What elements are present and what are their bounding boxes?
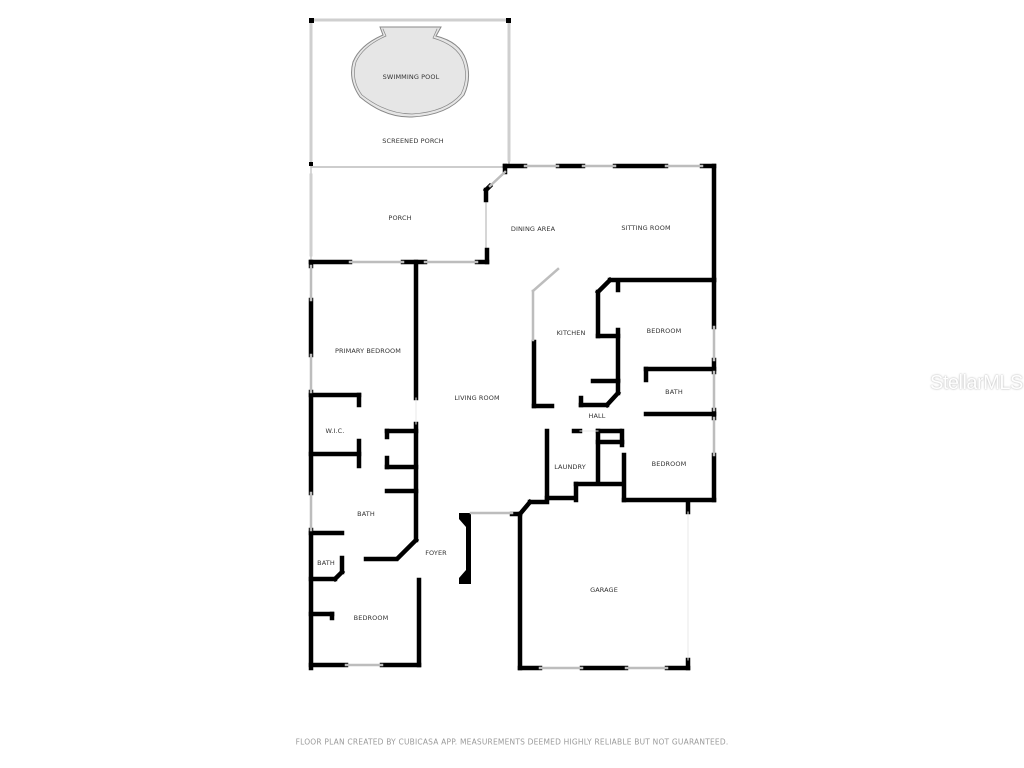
label-porch: PORCH [388, 214, 412, 222]
label-garage: GARAGE [590, 586, 618, 594]
label-living-room: LIVING ROOM [454, 394, 500, 402]
label-wic: W.I.C. [325, 427, 345, 435]
label-bedroom-4: BEDROOM [353, 614, 389, 622]
label-sitting-room: SITTING ROOM [621, 224, 671, 232]
label-bedroom-3: BEDROOM [651, 460, 687, 468]
label-laundry: LAUNDRY [554, 463, 586, 471]
swimming-pool-shape [351, 26, 470, 118]
label-primary-bedroom: PRIMARY BEDROOM [335, 347, 401, 355]
label-bedroom-2: BEDROOM [646, 327, 682, 335]
label-bath-2: BATH [665, 388, 683, 396]
screen-panels [309, 18, 511, 162]
label-hall: HALL [588, 412, 606, 420]
label-screened-porch: SCREENED PORCH [382, 137, 444, 145]
foyer-column [459, 513, 471, 584]
label-foyer: FOYER [425, 549, 447, 557]
label-bath-small: BATH [317, 559, 335, 567]
label-dining-area: DINING AREA [510, 225, 556, 233]
label-kitchen: KITCHEN [556, 329, 586, 337]
disclaimer-footer: FLOOR PLAN CREATED BY CUBICASA APP. MEAS… [295, 737, 729, 747]
label-swimming-pool: SWIMMING POOL [382, 73, 440, 81]
stellarmls-watermark: StellarMLS [930, 372, 1023, 394]
label-bath-primary: BATH [357, 510, 375, 518]
